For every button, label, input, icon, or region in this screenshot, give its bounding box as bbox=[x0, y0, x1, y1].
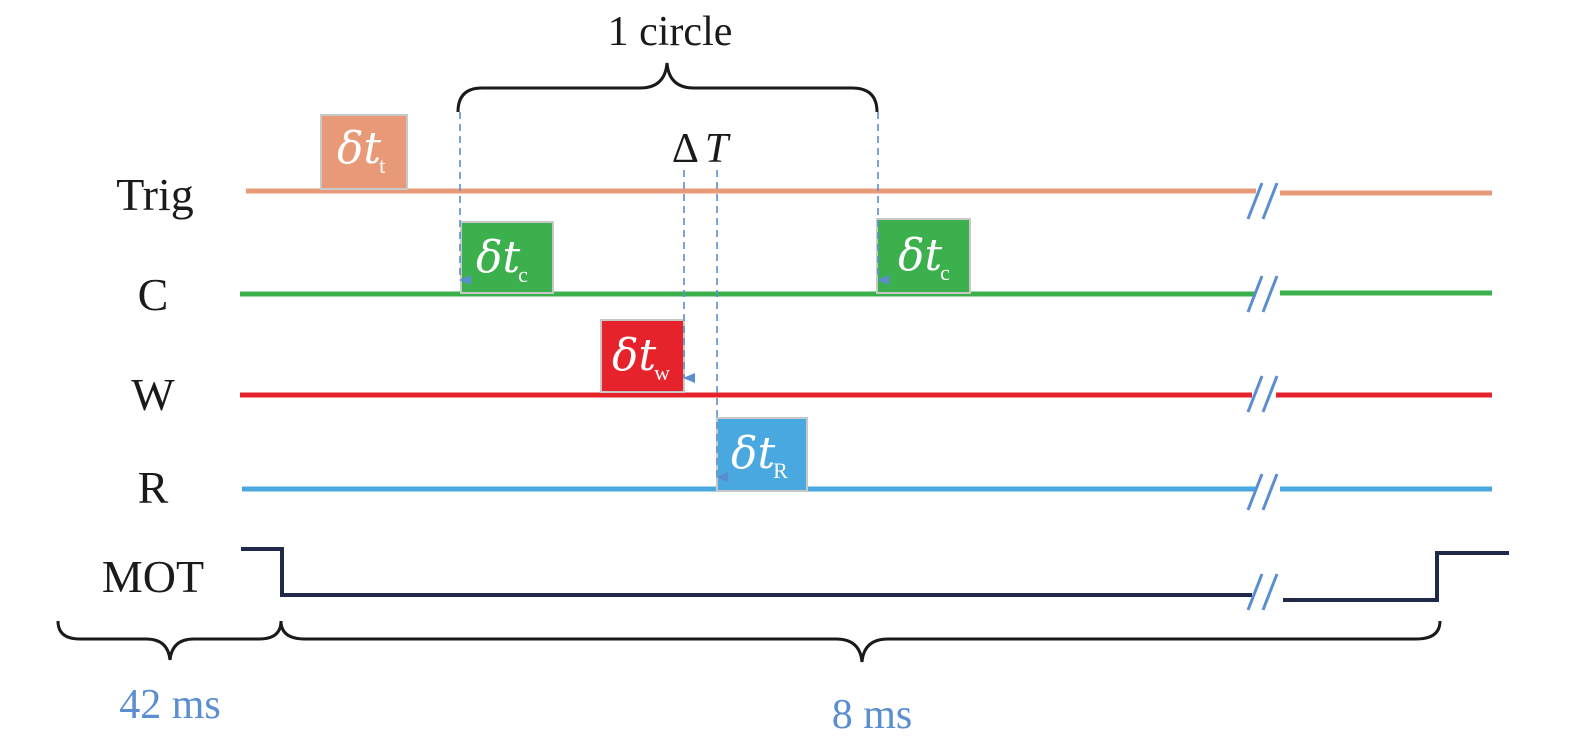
mot-on-duration: 42 ms bbox=[119, 682, 221, 728]
r-pulse-label: δtR bbox=[731, 428, 788, 483]
c-pulse-2-label: δtc bbox=[898, 230, 950, 285]
trig-pulse-label: δtt bbox=[337, 123, 385, 178]
cycle-brace: 1 circle bbox=[456, 9, 879, 113]
mot-off-brace: 8 ms bbox=[279, 620, 1442, 738]
row-label-c: C bbox=[138, 269, 169, 320]
trig-pulse: δtt bbox=[320, 114, 408, 190]
cycle-label: 1 circle bbox=[608, 9, 733, 55]
r-pulse: δtR bbox=[716, 417, 808, 492]
timing-markers bbox=[459, 112, 889, 482]
c-pulse-1: δtc bbox=[460, 221, 554, 294]
w-pulse-label: δtw bbox=[612, 330, 670, 385]
c-pulse-2: δtc bbox=[876, 218, 971, 294]
row-label-trig: Trig bbox=[116, 169, 194, 220]
row-label-w: W bbox=[131, 369, 175, 420]
c-signal-line bbox=[240, 290, 1492, 297]
mot-on-brace: 42 ms bbox=[56, 620, 283, 728]
mot-off-duration: 8 ms bbox=[832, 692, 913, 738]
mot-signal-line bbox=[241, 547, 1509, 602]
trig-signal-line bbox=[246, 188, 1492, 196]
w-pulse: δtw bbox=[600, 319, 685, 393]
row-label-mot: MOT bbox=[102, 551, 204, 602]
row-label-r: R bbox=[138, 462, 169, 513]
axis-break-marks bbox=[1246, 182, 1279, 611]
c-pulse-1-label: δtc bbox=[476, 232, 528, 287]
